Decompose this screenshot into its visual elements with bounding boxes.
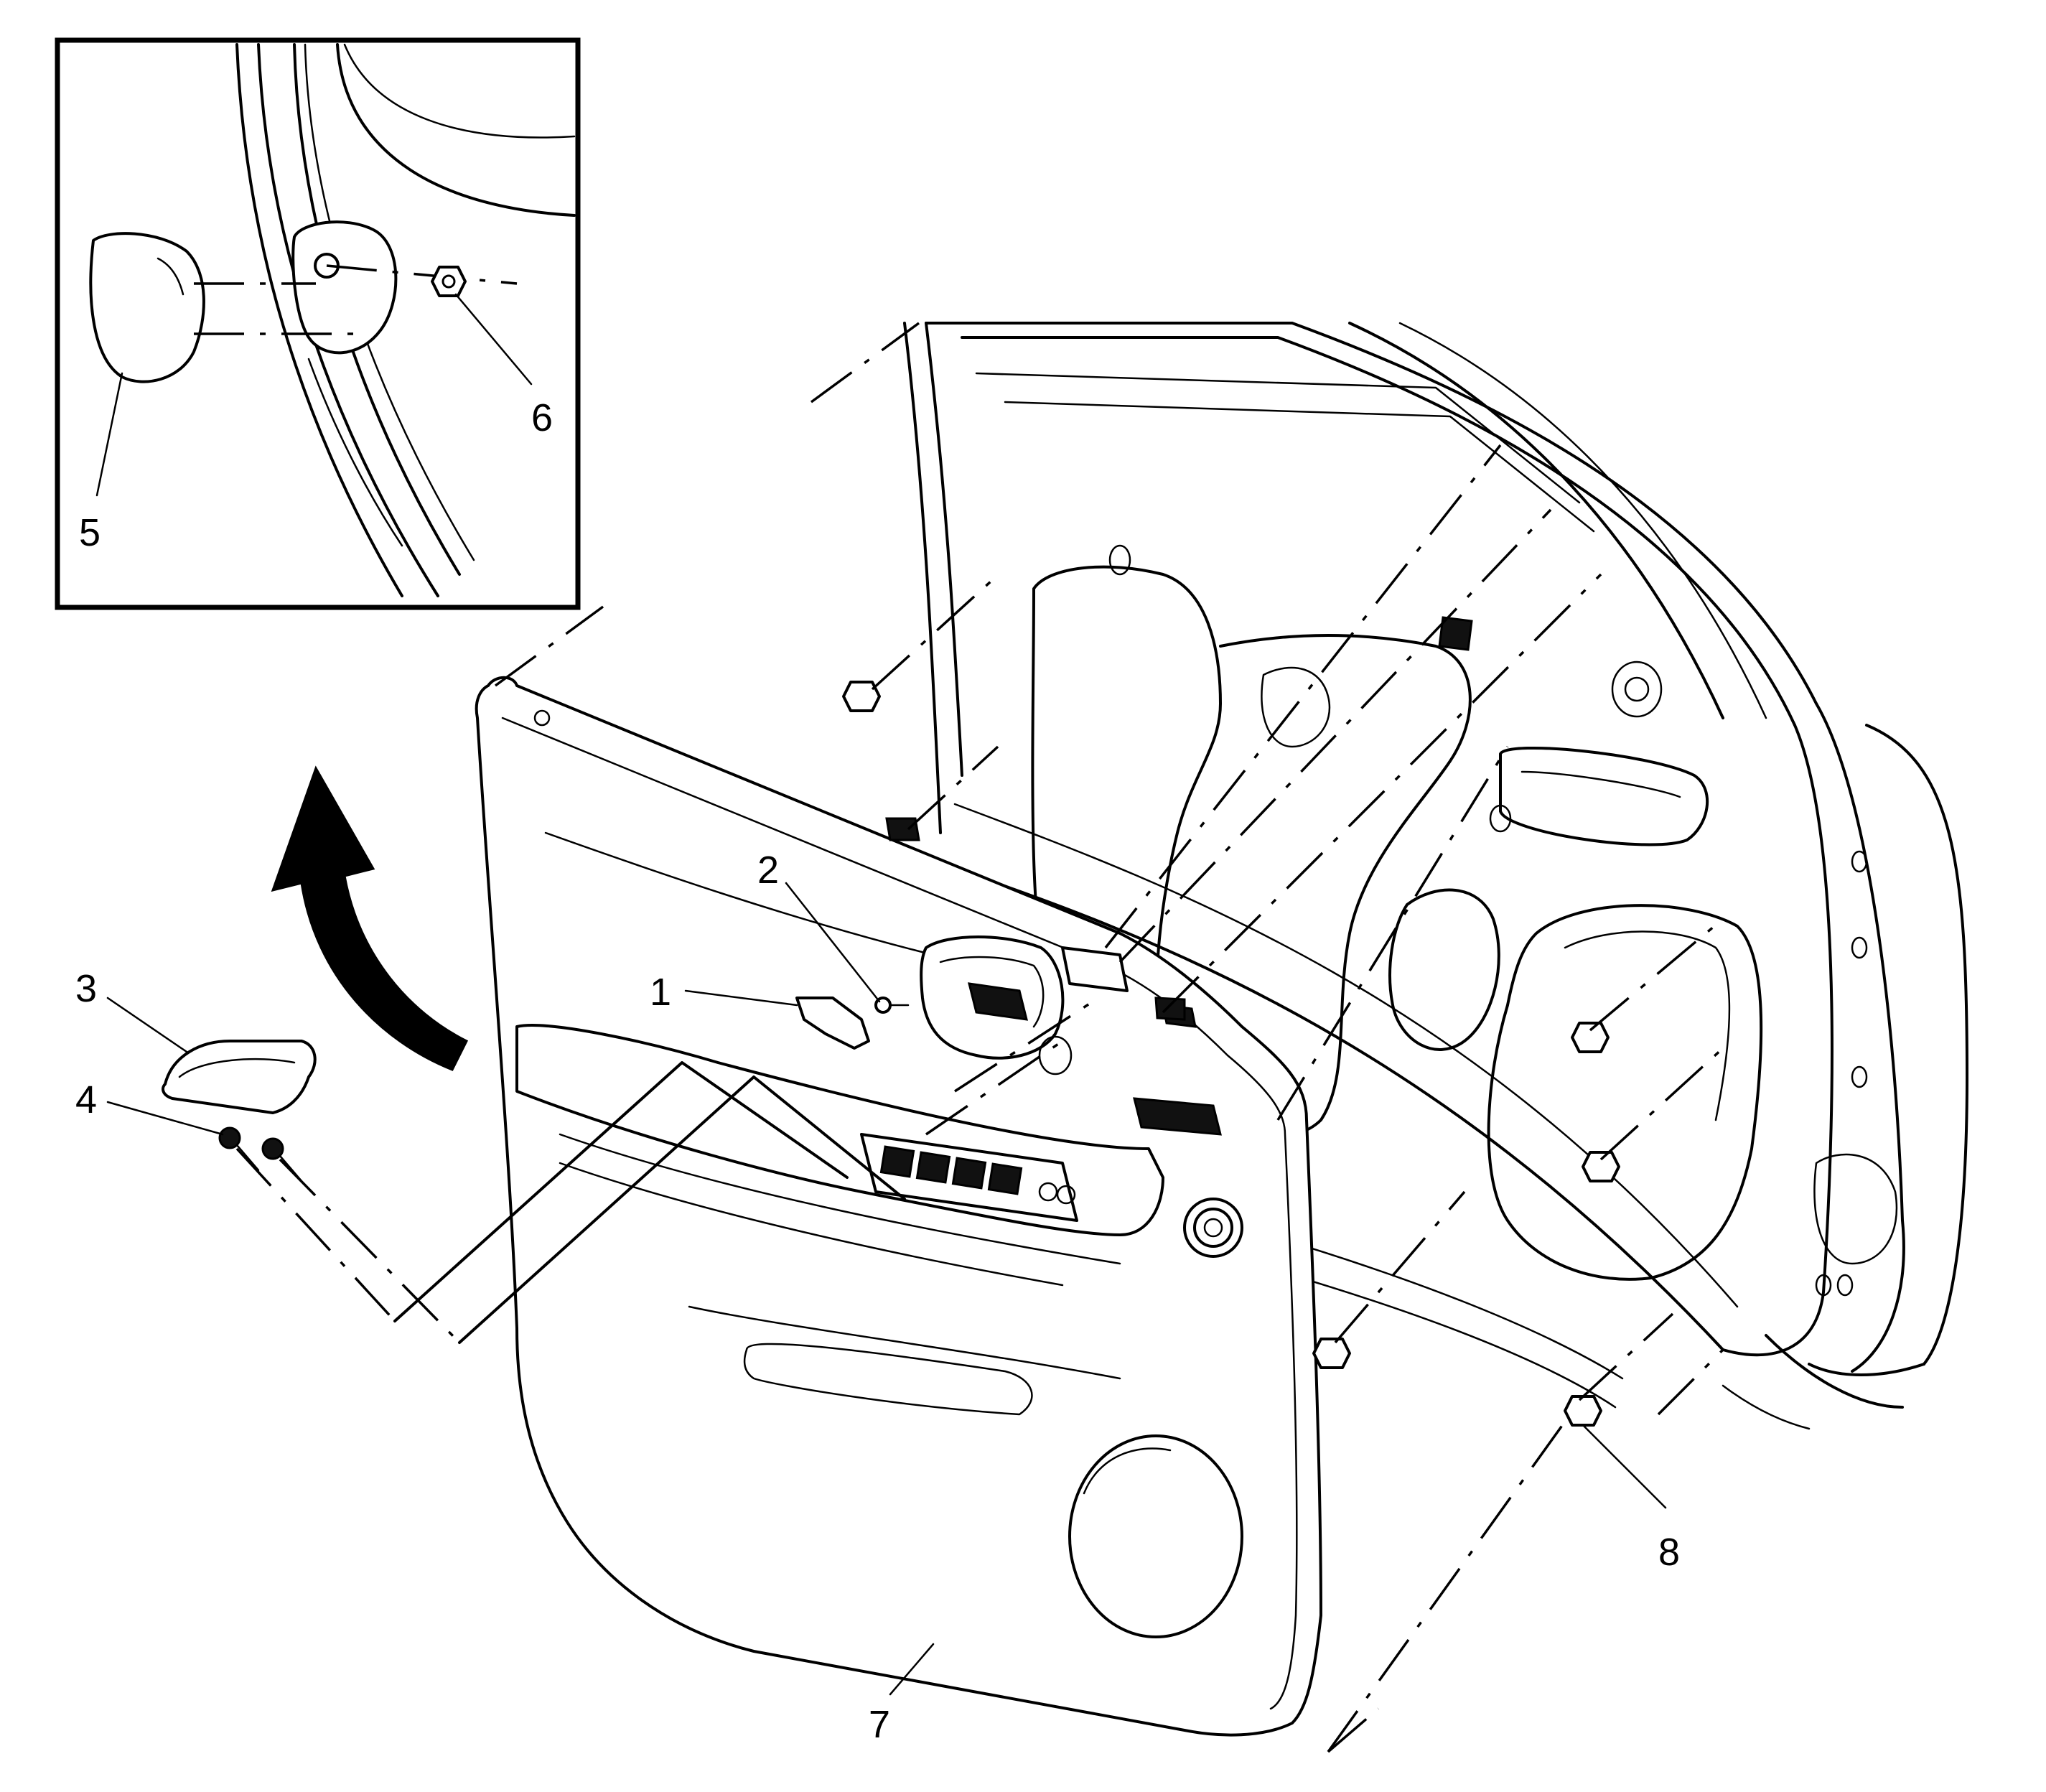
leader-5	[95, 372, 123, 497]
handle-bracket-part-1	[795, 997, 870, 1050]
door-inner-structure	[903, 322, 1968, 1430]
inset-detail	[55, 37, 581, 610]
leader-1	[684, 989, 798, 1007]
bolt-cover-part-3	[162, 1040, 317, 1114]
alignment-lines	[235, 322, 1724, 1753]
callout-7: 7	[869, 1703, 890, 1746]
screw-part-4a	[218, 1126, 260, 1172]
callout-6: 6	[531, 396, 553, 439]
woofer-grille	[1068, 1434, 1243, 1638]
door-pull-handle-pocket	[291, 220, 398, 355]
callout-1: 1	[650, 971, 671, 1014]
callout-3: 3	[75, 967, 97, 1010]
handle-cover-part-5	[89, 232, 205, 383]
speaker-aperture	[1487, 904, 1763, 1281]
retainer-fasteners	[842, 616, 1620, 1427]
leader-7	[889, 1643, 935, 1696]
callout-labels: 1 2 3 4 5 6 7 8	[75, 396, 1680, 1746]
map-pocket	[743, 1343, 1033, 1416]
callout-leaders	[106, 882, 1667, 1696]
callout-8: 8	[1658, 1531, 1680, 1574]
leader-6	[454, 293, 533, 386]
callout-5: 5	[79, 511, 101, 554]
callout-4: 4	[75, 1078, 97, 1121]
leader-2	[785, 882, 881, 1003]
slot-opening	[1499, 746, 1709, 846]
leader-8	[1582, 1424, 1667, 1509]
callout-2: 2	[757, 849, 779, 892]
tweeter-grille	[1183, 1198, 1243, 1258]
leader-3	[106, 997, 188, 1053]
removal-direction-arrow	[271, 765, 469, 1071]
leader-4	[106, 1101, 224, 1136]
nut-part-6	[431, 266, 467, 297]
access-hole-lower	[1388, 888, 1500, 1051]
